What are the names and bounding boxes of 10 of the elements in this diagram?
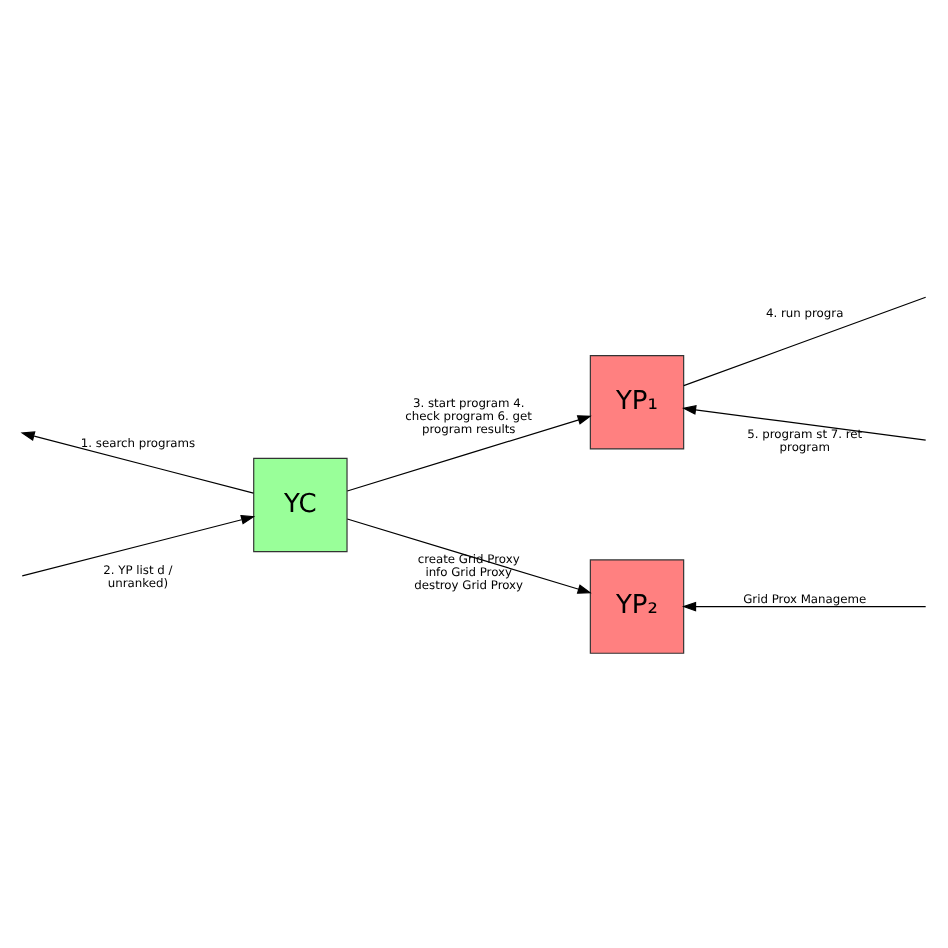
node-box: YC bbox=[253, 456, 348, 552]
arrow bbox=[681, 403, 927, 440]
arrow bbox=[346, 517, 592, 593]
node-box: YP₁ bbox=[589, 354, 685, 449]
arrow bbox=[21, 514, 256, 576]
connector bbox=[683, 295, 927, 386]
arrow bbox=[681, 600, 927, 611]
node-box: YP₂ bbox=[589, 558, 685, 653]
arrow bbox=[20, 430, 255, 493]
arrow bbox=[346, 414, 592, 491]
